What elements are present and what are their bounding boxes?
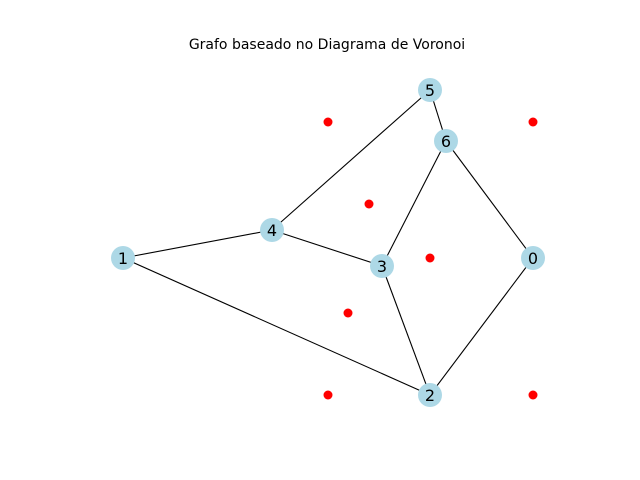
node-circle-0 <box>521 246 545 270</box>
voronoi-points-group <box>323 117 538 400</box>
node-6: 6 <box>434 129 458 153</box>
node-circle-3 <box>370 254 394 278</box>
node-label-3: 3 <box>377 257 387 276</box>
node-circle-6 <box>434 129 458 153</box>
edges-group <box>122 89 534 396</box>
figure-title: Grafo baseado no Diagrama de Voronoi <box>189 37 465 53</box>
node-circle-2 <box>418 383 442 407</box>
edge-1-4 <box>122 229 273 259</box>
node-label-6: 6 <box>441 132 451 151</box>
node-3: 3 <box>370 254 394 278</box>
node-circle-4 <box>260 218 284 242</box>
node-label-4: 4 <box>267 221 277 240</box>
node-2: 2 <box>418 383 442 407</box>
nodes-group: 0 1 2 3 4 5 6 <box>111 78 545 407</box>
edge-6-3 <box>381 140 447 267</box>
edge-0-2 <box>429 257 534 396</box>
node-0: 0 <box>521 246 545 270</box>
voronoi-point-2 <box>364 199 374 209</box>
edge-4-3 <box>271 229 383 267</box>
edge-3-2 <box>381 265 431 396</box>
node-circle-5 <box>418 78 442 102</box>
edge-6-0 <box>445 140 534 259</box>
node-1: 1 <box>111 246 135 270</box>
node-label-1: 1 <box>118 249 128 268</box>
voronoi-point-5 <box>323 390 333 400</box>
voronoi-point-0 <box>323 117 333 127</box>
edge-4-5 <box>271 89 431 231</box>
node-label-5: 5 <box>425 81 435 100</box>
edge-1-2 <box>122 257 431 396</box>
voronoi-point-3 <box>425 253 435 263</box>
node-5: 5 <box>418 78 442 102</box>
node-label-2: 2 <box>425 386 435 405</box>
node-4: 4 <box>260 218 284 242</box>
voronoi-point-6 <box>528 390 538 400</box>
voronoi-point-1 <box>528 117 538 127</box>
node-circle-1 <box>111 246 135 270</box>
node-label-0: 0 <box>528 249 538 268</box>
voronoi-point-4 <box>343 308 353 318</box>
